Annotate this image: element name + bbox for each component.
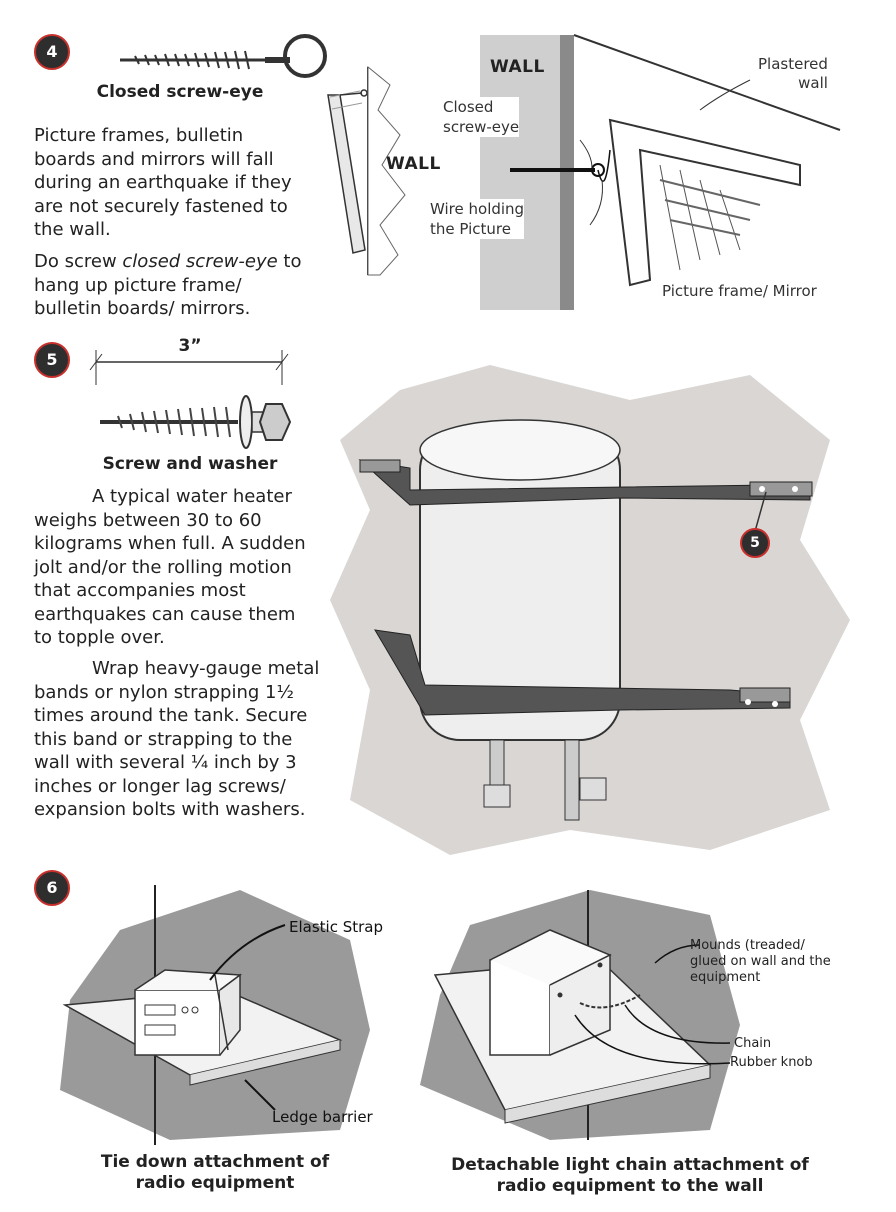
plastered-wall-label: Plastered wall [758, 55, 828, 92]
para2-pre: Do screw [34, 251, 123, 272]
elastic-strap-label: Elastic Strap [289, 918, 383, 936]
wire-label: Wire holding the Picture [430, 199, 525, 239]
wall-label-small: WALL [386, 154, 441, 174]
screw-eye-caption: Closed screw-eye [96, 82, 264, 102]
tie-down-illustration [60, 885, 370, 1145]
closed-screw-eye-label: Closed screw-eye [443, 97, 520, 137]
section-5-badge: 5 [34, 342, 70, 378]
section-5-paragraph-2: Wrap heavy-gauge metal bands or nylon st… [34, 658, 320, 820]
water-heater-illustration [330, 365, 850, 855]
para2-post: to hang up picture frame/ bulletin board… [34, 251, 302, 319]
ledge-barrier-label: Ledge barrier [272, 1108, 373, 1126]
section-5-paragraph-1: A typical water heater weighs between 30… [34, 486, 306, 648]
tie-down-caption: Tie down attachment of radio equipment [100, 1152, 330, 1193]
chain-label: Chain [734, 1036, 772, 1051]
picture-frame-illustration [480, 34, 841, 310]
wall-label-large: WALL [490, 57, 545, 77]
screw-and-washer-illustration [89, 350, 292, 449]
section-4-paragraph-2: Do screw closed screw-eye to hang up pic… [34, 250, 306, 321]
dimension-label: 3” [178, 336, 202, 356]
section-4-badge: 4 [34, 34, 70, 70]
chain-attachment-illustration [420, 890, 740, 1140]
rubber-knob-label: Rubber knob [730, 1055, 813, 1070]
small-wall-illustration [327, 65, 406, 276]
section-6-badge: 6 [34, 870, 70, 906]
screw-and-washer-caption: Screw and washer [102, 454, 278, 474]
para2-em: closed screw-eye [122, 251, 278, 272]
picture-frame-label: Picture frame/ Mirror [662, 282, 817, 300]
water-heater-callout: 5 [740, 528, 770, 558]
chain-attachment-caption: Detachable light chain attachment of rad… [451, 1155, 809, 1196]
screw-eye-illustration [120, 34, 327, 78]
section-4-paragraph-1: Picture frames, bulletin boards and mirr… [34, 125, 292, 240]
mounds-label: Mounds (treaded/ glued on wall and the e… [690, 938, 831, 985]
